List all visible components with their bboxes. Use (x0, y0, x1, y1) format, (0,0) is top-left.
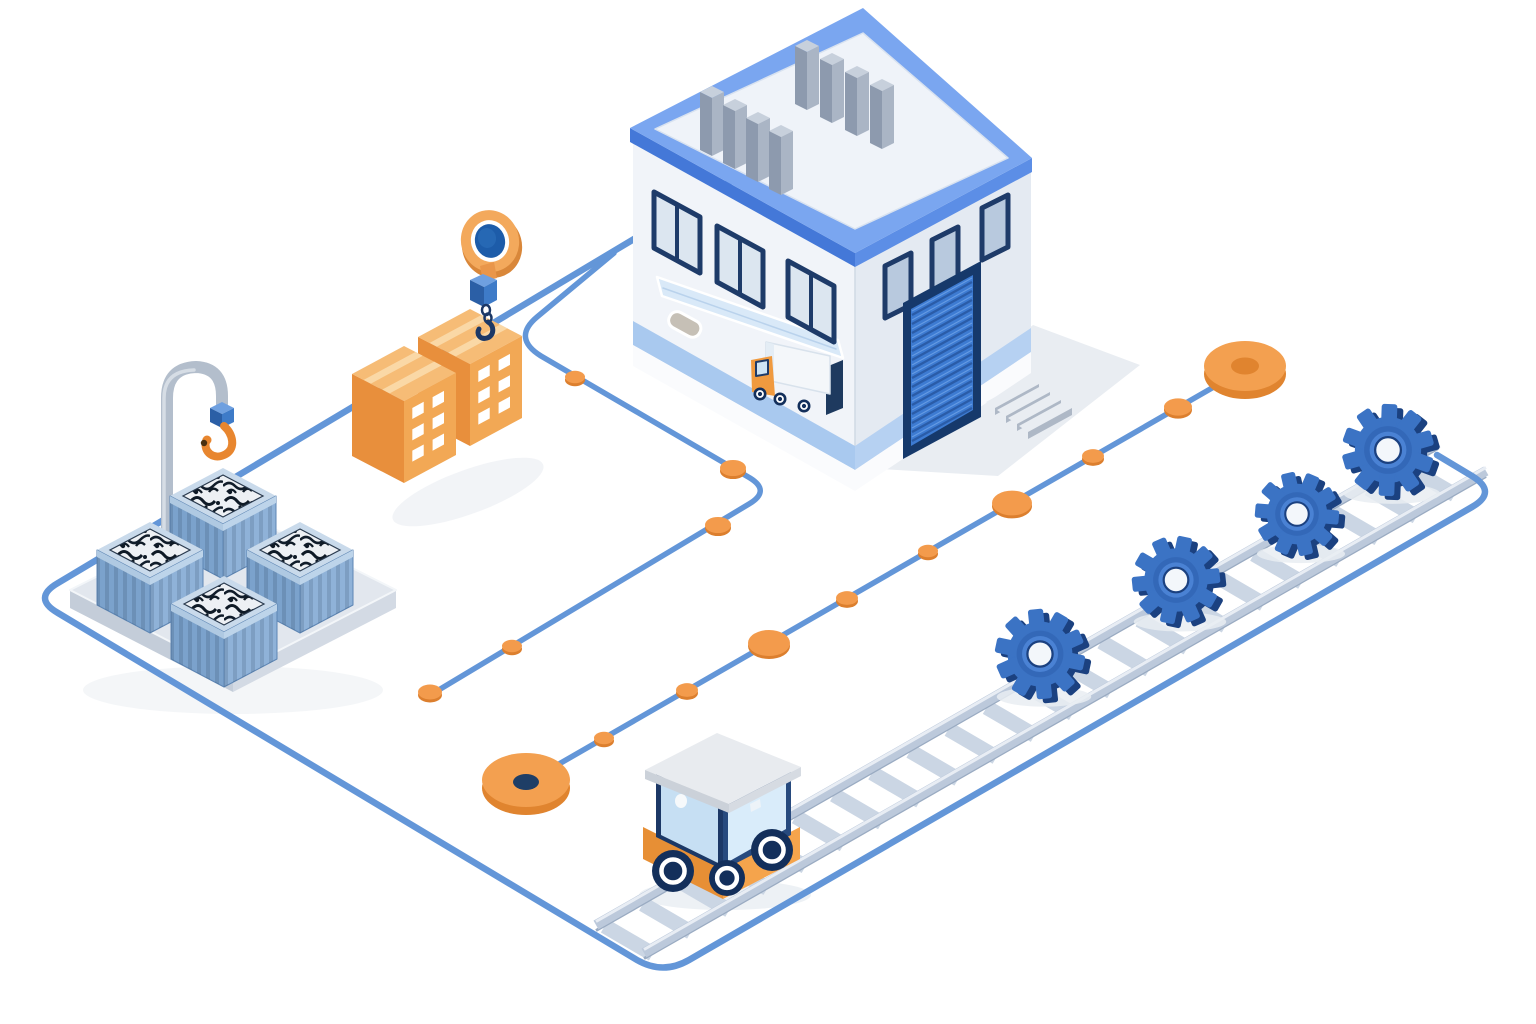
scrap-bin-station (69, 360, 397, 692)
cargo-crate (352, 346, 456, 483)
waypoint-dot (594, 731, 614, 748)
wheel-icon (652, 850, 694, 892)
start-marker (482, 753, 570, 815)
hoist-ring-icon (460, 210, 523, 341)
dock-bumper (667, 310, 703, 339)
main-diagonal-path (523, 366, 1248, 786)
chimney (870, 79, 894, 149)
waypoint-dot (720, 459, 746, 480)
scrap-bin (96, 522, 204, 634)
scrap-bin (170, 576, 278, 688)
scrap-bin (169, 468, 277, 580)
gear-icon (1131, 535, 1227, 632)
wheel-icon (709, 860, 745, 896)
gear-icon (994, 608, 1092, 707)
waypoint-dot (992, 490, 1032, 519)
waypoint-dot (565, 370, 585, 387)
roller-door (903, 261, 981, 459)
waypoint-dot (502, 639, 522, 656)
perimeter-path (41, 109, 1489, 971)
chimney (795, 40, 819, 110)
crane-hook-icon (200, 402, 237, 461)
track-rail (641, 466, 1489, 958)
window (785, 258, 837, 345)
chimney (700, 86, 724, 156)
crane-pole (161, 360, 228, 594)
gears (994, 403, 1441, 707)
waypoint-dot (676, 683, 698, 700)
end-marker (1204, 341, 1286, 399)
cargo-crates (352, 309, 522, 483)
chimney (845, 66, 869, 136)
tow-tractor (643, 733, 801, 899)
gear-icon (1254, 471, 1346, 564)
window (651, 189, 703, 276)
entrance-steps (986, 378, 1072, 439)
chimney (820, 53, 844, 123)
waypoint-dot (705, 516, 731, 537)
window (714, 223, 766, 310)
process-paths (41, 109, 1489, 971)
waypoint-dot (918, 544, 938, 561)
chimney (746, 112, 770, 182)
window (979, 192, 1011, 263)
factory-building (630, 8, 1072, 491)
chimney (723, 99, 747, 169)
waypoint-dot (1164, 398, 1192, 419)
gear-icon (1342, 403, 1441, 504)
scrap-bin (246, 522, 354, 634)
waypoint-dot (1082, 449, 1104, 466)
waypoint-dot (836, 591, 858, 608)
wheel-icon (751, 829, 793, 871)
branch-path (429, 250, 763, 697)
waypoint-markers (418, 341, 1286, 815)
chimney (769, 125, 793, 195)
waypoint-dot (748, 629, 790, 660)
waypoint-dot (418, 684, 442, 703)
